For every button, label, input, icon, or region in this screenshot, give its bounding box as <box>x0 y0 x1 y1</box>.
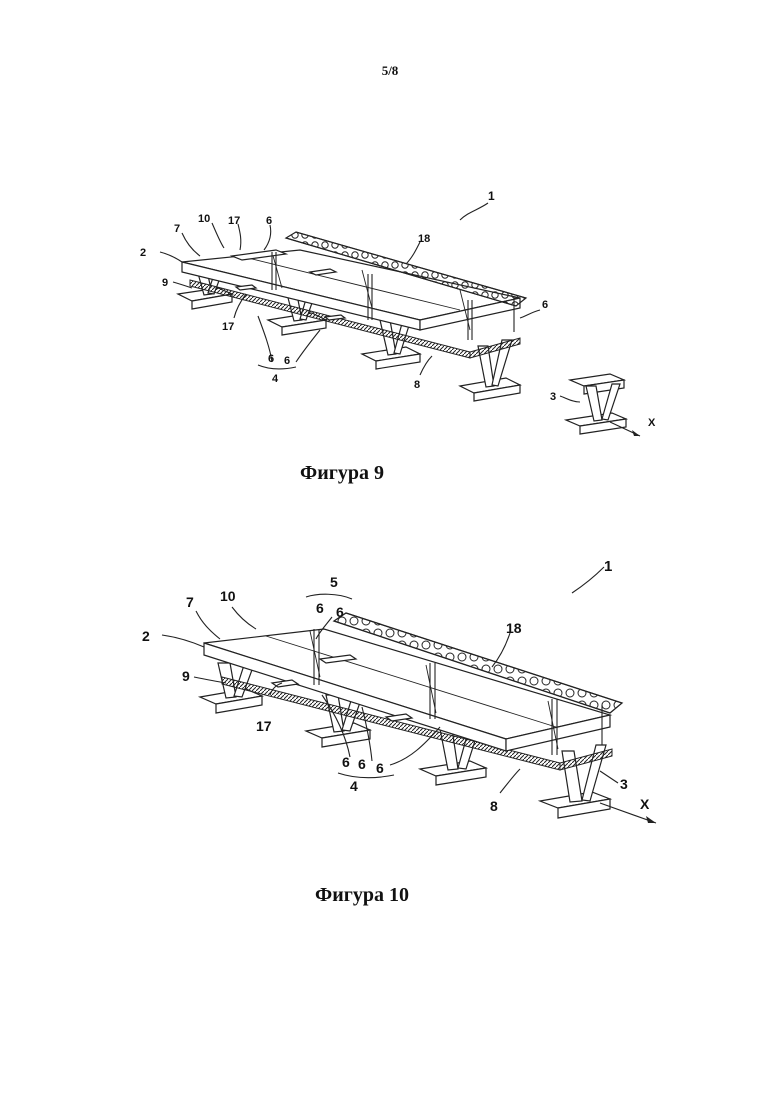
fig10-label-4: 4 <box>350 778 358 794</box>
fig9-label-7: 7 <box>174 223 180 235</box>
figure-10-caption: Фигура 10 <box>0 884 752 907</box>
fig9-label-6d: 6 <box>542 299 548 311</box>
figure-10-drawing: 1 5 6 6 7 10 2 18 9 17 6 6 6 4 8 3 X <box>0 555 780 855</box>
fig10-label-8: 8 <box>490 798 498 814</box>
fig10-label-6e: 6 <box>376 760 384 776</box>
fig10-label-7: 7 <box>186 594 194 610</box>
fig10-label-17: 17 <box>256 718 272 734</box>
page-number: 5/8 <box>0 63 780 79</box>
fig9-label-17b: 17 <box>222 321 234 333</box>
fig10-label-5: 5 <box>330 574 338 590</box>
figure-9-svg: 1 2 7 10 17 6 18 9 17 6 6 4 8 6 3 X <box>0 170 780 460</box>
fig9-label-6c: 6 <box>284 355 290 367</box>
fig10-label-3: 3 <box>620 776 628 792</box>
fig9-label-x: X <box>648 417 656 429</box>
fig10-label-10: 10 <box>220 588 236 604</box>
fig10-label-6b: 6 <box>336 604 344 620</box>
fig9-label-9: 9 <box>162 277 168 289</box>
fig10-label-x: X <box>640 796 650 812</box>
fig9-label-18: 18 <box>418 233 430 245</box>
figure-9-caption: Фигура 9 <box>0 462 732 485</box>
fig10-label-2: 2 <box>142 628 150 644</box>
fig10-label-9: 9 <box>182 668 190 684</box>
fig9-label-2: 2 <box>140 247 146 259</box>
fig10-label-6c: 6 <box>342 754 350 770</box>
fig10-label-18: 18 <box>506 620 522 636</box>
figure-10-svg: 1 5 6 6 7 10 2 18 9 17 6 6 6 4 8 3 X <box>0 555 780 855</box>
fig9-label-1: 1 <box>488 189 495 203</box>
fig9-label-6a: 6 <box>266 215 272 227</box>
fig10-label-6a: 6 <box>316 600 324 616</box>
figure-9-drawing: 1 2 7 10 17 6 18 9 17 6 6 4 8 6 3 X <box>0 170 780 460</box>
fig9-label-10: 10 <box>198 213 210 225</box>
fig9-label-4: 4 <box>272 373 279 385</box>
fig10-label-1: 1 <box>604 558 612 575</box>
fig9-label-17a: 17 <box>228 215 240 227</box>
fig10-label-6d: 6 <box>358 756 366 772</box>
fig9-label-3: 3 <box>550 391 556 403</box>
fig9-label-8: 8 <box>414 379 420 391</box>
fig9-label-6b: 6 <box>268 353 274 365</box>
